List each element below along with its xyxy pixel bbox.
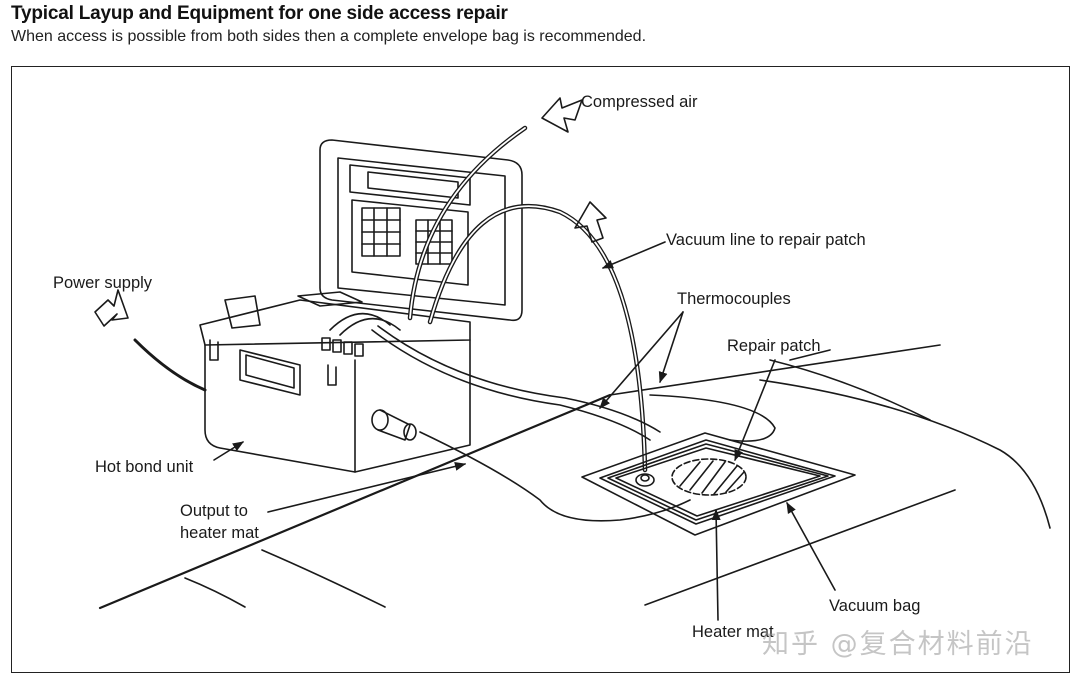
vacuum-arrow-icon [574,201,607,243]
label-vacuum-bag: Vacuum bag [829,597,921,615]
aircraft-surface [98,344,1051,610]
power-cable [133,338,207,392]
label-vacuum-line: Vacuum line to repair patch [666,231,866,249]
watermark: 知乎 @复合材料前沿 [762,629,1034,660]
label-output-to: Output to [180,502,248,520]
label-thermocouples: Thermocouples [677,290,791,308]
compressed-air-arrow-icon [541,97,583,133]
diagram-frame [11,66,1070,673]
label-power-supply: Power supply [53,274,153,292]
leader-lines [213,241,836,621]
thermocouple-wires [371,325,776,522]
hot-bond-unit [199,139,523,473]
power-arrow-icon [94,289,129,327]
label-heater-mat-output: heater mat [180,524,259,542]
label-hot-bond-unit: Hot bond unit [95,458,194,476]
label-heater-mat: Heater mat [692,623,774,641]
label-repair-patch: Repair patch [727,337,821,355]
page-subtitle: When access is possible from both sides … [11,28,647,45]
page-title: Typical Layup and Equipment for one side… [11,3,508,24]
label-compressed-air: Compressed air [581,93,698,111]
repair-layup [581,432,856,536]
